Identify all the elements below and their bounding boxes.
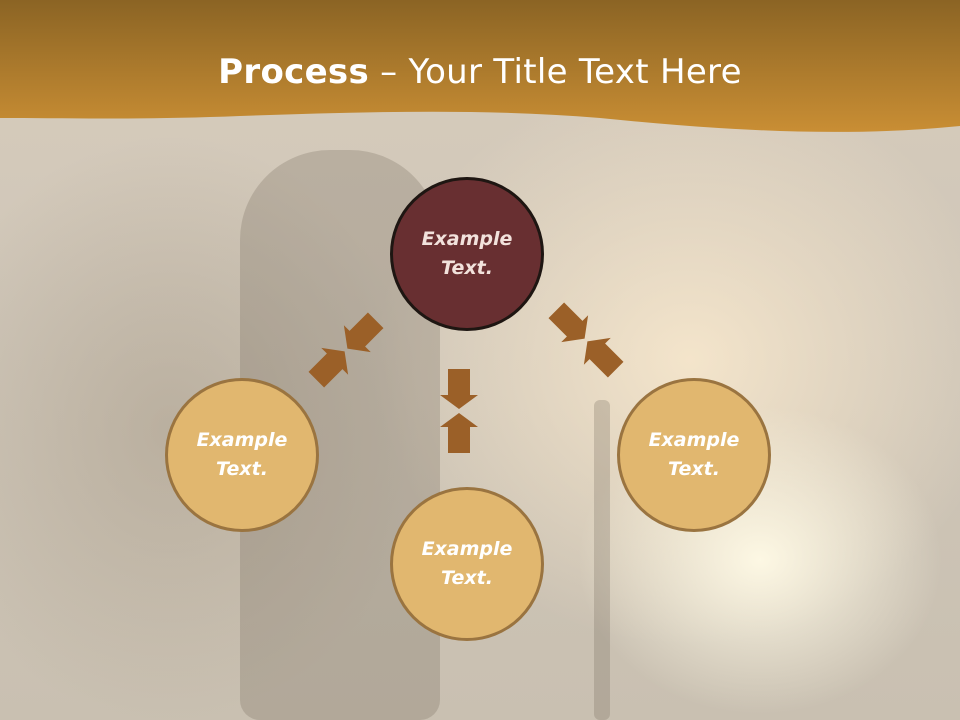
- node-text-line2: Text.: [441, 567, 493, 589]
- node-text-line2: Text.: [441, 257, 493, 279]
- title-banner: [0, 0, 960, 132]
- shovel-handle: [594, 400, 610, 720]
- node-text-line1: Example: [421, 228, 513, 250]
- double-arrow-right-icon: [548, 302, 589, 343]
- node-text-line1: Example: [196, 429, 288, 451]
- double-arrow-left-icon: [308, 347, 349, 388]
- double-arrow-vertical-icon: [440, 369, 478, 409]
- node-text-line1: Example: [421, 538, 513, 560]
- node-text-line1: Example: [648, 429, 740, 451]
- title-rest: – Your Title Text Here: [369, 52, 742, 92]
- title-bold: Process: [218, 52, 370, 92]
- node-text-line2: Text.: [668, 458, 720, 480]
- node-text-line2: Text.: [216, 458, 268, 480]
- slide-title: Process – Your Title Text Here: [0, 52, 960, 92]
